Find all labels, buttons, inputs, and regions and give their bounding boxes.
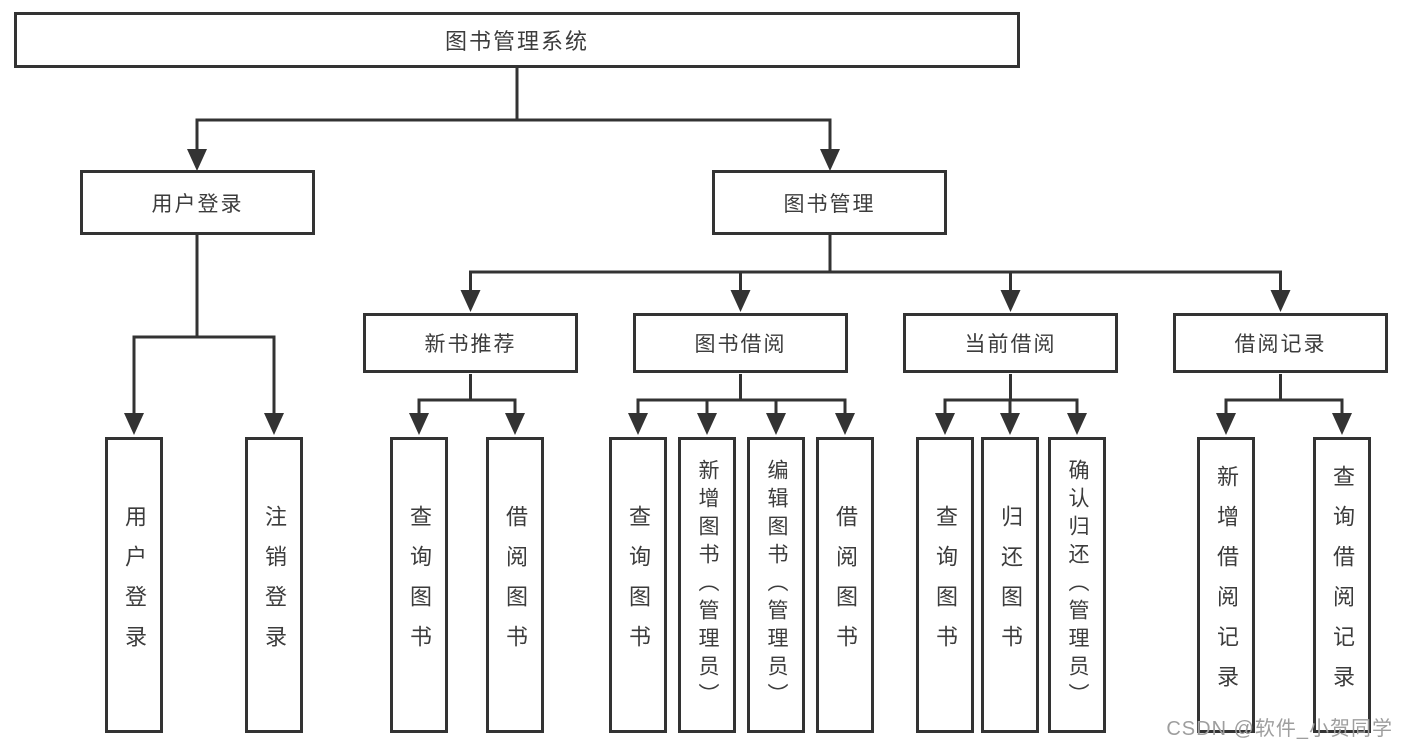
- connector-current-borrow: [935, 374, 1087, 435]
- connector-root: [187, 68, 840, 171]
- leaf-query-borrow-record: 查询借阅记录: [1313, 437, 1371, 733]
- leaf-add-book-admin: 新增图书（管理员）: [678, 437, 736, 733]
- connector-user-login: [124, 234, 284, 435]
- csdn-watermark: CSDN @软件_小贺同学: [1166, 718, 1393, 740]
- connector-new-book-recommend: [409, 374, 525, 435]
- node-book-borrow: 图书借阅: [633, 313, 848, 373]
- leaf-borrow-book: 借阅图书: [816, 437, 874, 733]
- node-new-book-recommend: 新书推荐: [363, 313, 578, 373]
- leaf-add-borrow-record: 新增借阅记录: [1197, 437, 1255, 733]
- leaf-query-book: 查询图书: [609, 437, 667, 733]
- connector-book-management: [460, 234, 1291, 312]
- node-user-login: 用户登录: [80, 170, 315, 235]
- leaf-return-book: 归还图书: [981, 437, 1039, 733]
- connector-book-borrow: [628, 374, 855, 435]
- node-borrow-records: 借阅记录: [1173, 313, 1388, 373]
- leaf-edit-book-admin: 编辑图书（管理员）: [747, 437, 805, 733]
- connector-borrow-records: [1216, 374, 1352, 435]
- node-library-system: 图书管理系统: [14, 12, 1020, 68]
- leaf-confirm-return-admin: 确认归还（管理员）: [1048, 437, 1106, 733]
- leaf-query-book: 查询图书: [390, 437, 448, 733]
- leaf-query-book: 查询图书: [916, 437, 974, 733]
- leaf-borrow-book: 借阅图书: [486, 437, 544, 733]
- leaf-user-login: 用户登录: [105, 437, 163, 733]
- leaf-logout: 注销登录: [245, 437, 303, 733]
- node-current-borrow: 当前借阅: [903, 313, 1118, 373]
- node-book-management: 图书管理: [712, 170, 947, 235]
